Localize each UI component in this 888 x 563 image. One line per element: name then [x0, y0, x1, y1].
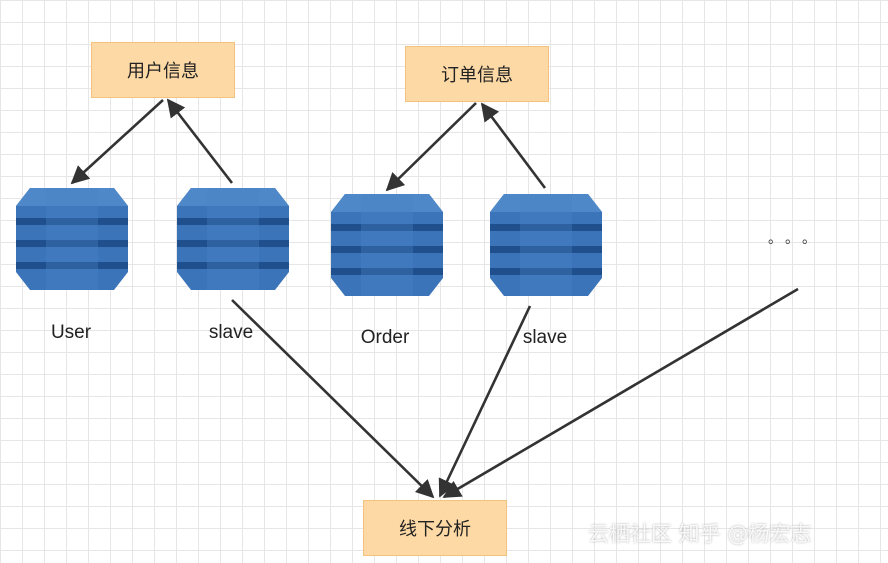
edge-slave-to-orderinfo: [480, 102, 547, 189]
edge-orderslave-to-analysis: [438, 305, 532, 498]
node-user-info[interactable]: 用户信息: [91, 42, 235, 98]
db-label-order-slave: slave: [522, 327, 568, 348]
node-offline-analysis[interactable]: 线下分析: [363, 500, 507, 556]
edge-userinfo-to-user: [70, 99, 164, 185]
node-order-info-label: 订单信息: [441, 65, 513, 86]
database-icon-order[interactable]: [331, 190, 443, 300]
db-shape: [177, 188, 289, 290]
db-label-user: User: [50, 322, 92, 343]
db-shape: [16, 188, 128, 290]
db-label-order: Order: [360, 327, 410, 348]
db-shape: [331, 194, 443, 296]
db-label-user-slave: slave: [208, 322, 254, 343]
watermark: 云栖社区 知乎 @杨宏志: [588, 522, 812, 546]
edge-slave-to-userinfo: [166, 98, 234, 184]
edge-userslave-to-analysis: [231, 299, 435, 499]
ellipsis-more: 。。。: [768, 231, 826, 247]
node-order-info[interactable]: 订单信息: [405, 46, 549, 102]
edge-others-to-analysis: [442, 287, 799, 499]
database-icon-user[interactable]: [16, 184, 128, 294]
edge-orderinfo-to-order: [385, 102, 477, 192]
database-icon-user-slave[interactable]: [177, 184, 289, 294]
node-offline-analysis-label: 线下分析: [399, 519, 471, 540]
db-shape: [490, 194, 602, 296]
node-user-info-label: 用户信息: [127, 61, 199, 82]
database-icon-order-slave[interactable]: [490, 190, 602, 300]
